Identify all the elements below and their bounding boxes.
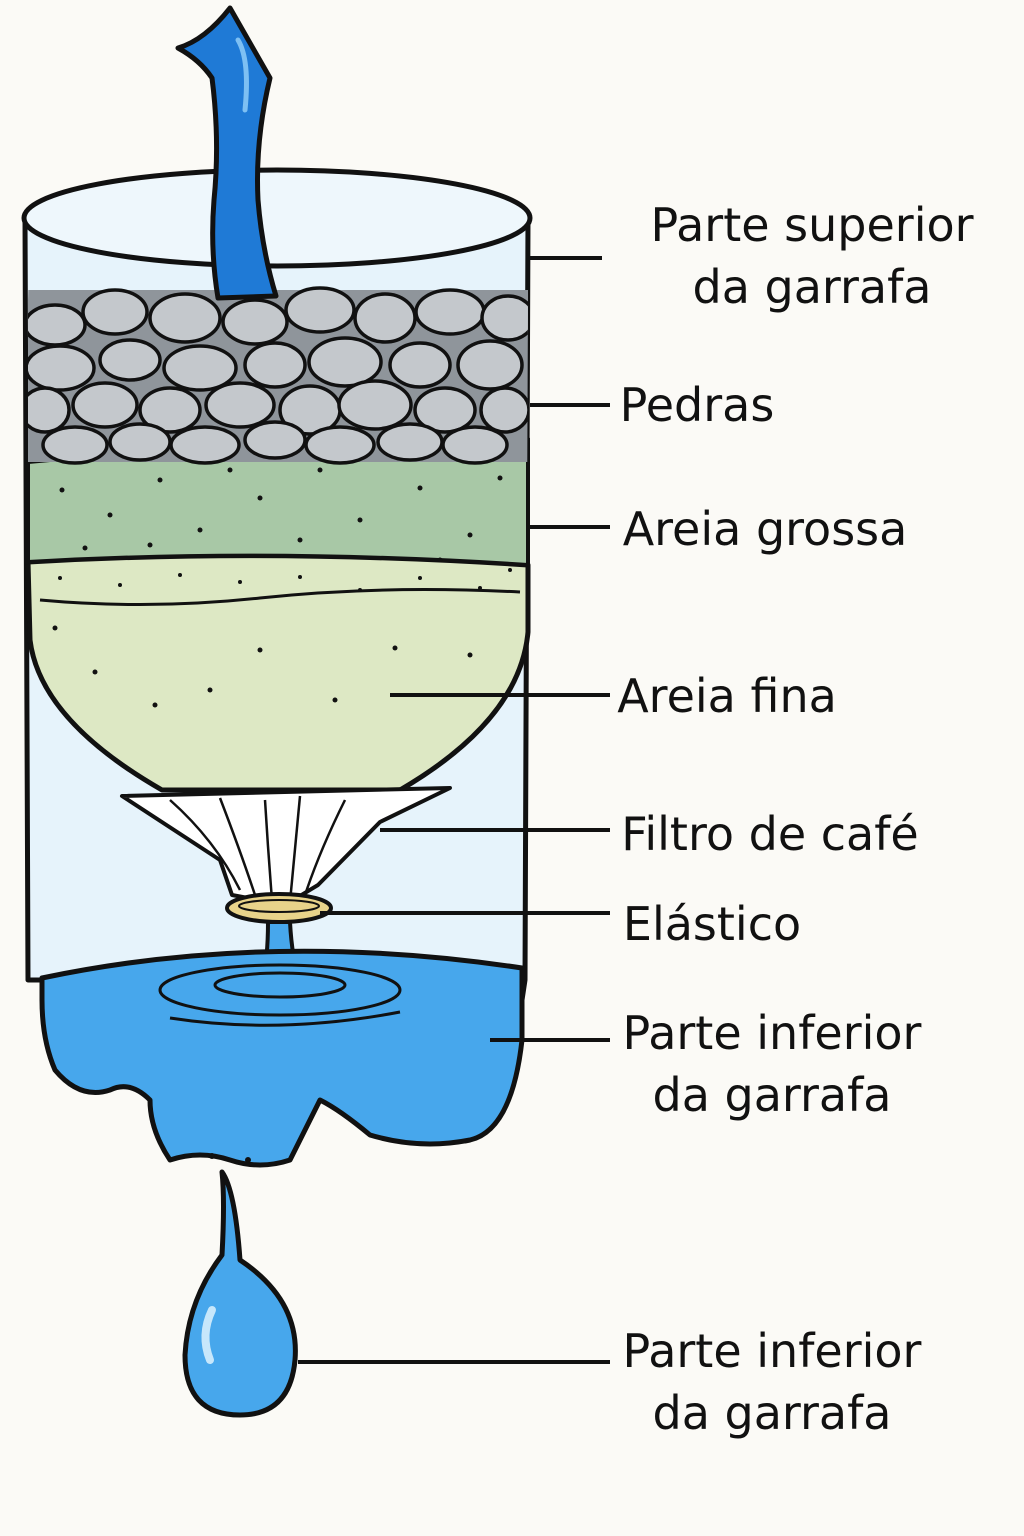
- label-pedras: Pedras: [619, 378, 775, 432]
- stones-layer: [25, 286, 530, 465]
- water-drop: [182, 1169, 298, 1418]
- label-filtro-de-cafe: Filtro de café: [621, 807, 919, 861]
- label-parte-inferior-1: Parte inferior da garrafa: [622, 1006, 922, 1122]
- sand-grains: [52, 467, 512, 708]
- bottom-water: [39, 948, 525, 1168]
- inlet-tube: [175, 5, 279, 301]
- label-areia-grossa: Areia grossa: [622, 502, 908, 556]
- label-parte-superior: Parte superior da garrafa: [650, 198, 974, 314]
- bottle-opening: [21, 167, 533, 269]
- leader-lines: [298, 256, 610, 1364]
- label-elastico: Elástico: [622, 897, 802, 951]
- label-areia-fina: Areia fina: [617, 669, 837, 723]
- label-parte-inferior-2: Parte inferior da garrafa: [622, 1324, 922, 1440]
